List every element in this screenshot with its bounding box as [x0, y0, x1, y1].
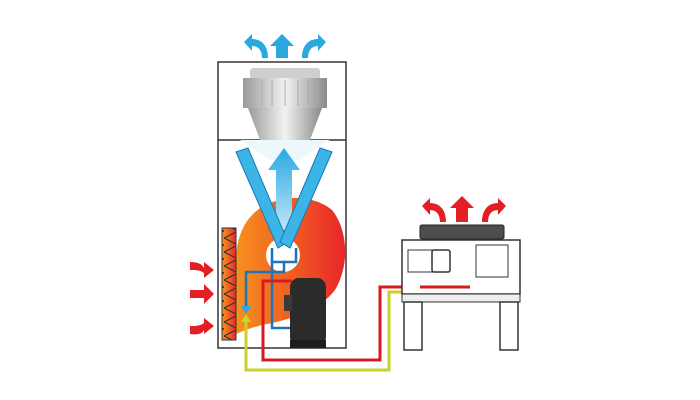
condenser-icon [401, 196, 521, 351]
liquid-pipe [244, 290, 405, 372]
air-in-arrow-icon [190, 262, 214, 335]
air-out-arrow-icon [244, 34, 326, 58]
hot-gas-pipe [261, 279, 468, 362]
suction-pipe [244, 248, 298, 330]
compressor-icon [284, 278, 326, 348]
fan-icon [243, 68, 327, 140]
evaporator-coil [235, 147, 333, 249]
cold-air-arrow [268, 148, 300, 230]
